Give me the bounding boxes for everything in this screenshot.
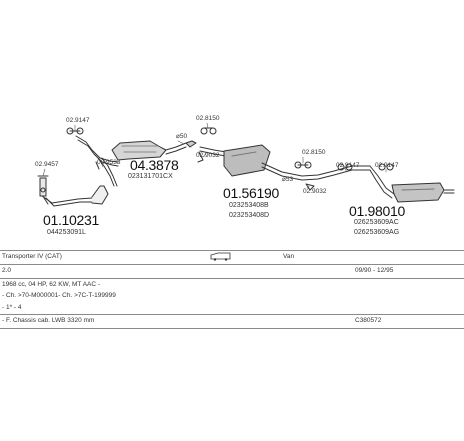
- engine-specs: 1968 cc, 04 HP, 62 KW, MT AAC -: [2, 281, 101, 288]
- part-ref-rear-silencer-1: 026253609AC: [354, 219, 399, 226]
- van-icon-graphic: [210, 252, 231, 261]
- small-part-label: 02.8150: [302, 149, 326, 156]
- small-part-label: 02.9147: [375, 162, 399, 169]
- exhaust-parts-drawing: [37, 122, 455, 207]
- chassis-range: - Ch. >70-M000001- Ch. >7C-T-199999: [2, 292, 116, 299]
- part-ref-centre-silencer-1: 023253408B: [229, 202, 269, 209]
- exhaust-system-diagram: 01.10231 044253091L 04.3878 023131701CX …: [35, 115, 455, 236]
- table-row: 1968 cc, 04 HP, 62 KW, MT AAC -: [0, 278, 464, 291]
- engine-size: 2.0: [2, 267, 12, 274]
- table-row: - F. Chassis cab. LWB 3320 mm C380572: [0, 314, 464, 327]
- vehicle-model: Transporter IV (CAT): [2, 253, 62, 260]
- body-type: Van: [283, 253, 295, 260]
- rear-silencer-part: [369, 165, 455, 203]
- part-ref-centre-silencer-2: 023253408D: [229, 212, 270, 219]
- centre-silencer-part: [199, 127, 371, 181]
- table-divider: [0, 328, 464, 329]
- small-part-label: 02.9147: [66, 117, 90, 124]
- part-ref-rear-silencer-2: 026253609AG: [354, 229, 400, 236]
- small-part-label: 02.9147: [336, 162, 360, 169]
- part-number-centre-silencer: 01.56190: [223, 185, 279, 201]
- part-number-catalytic-converter: 04.3878: [130, 157, 179, 173]
- drive-info: - 1* - 4: [2, 304, 22, 311]
- table-row: - 1* - 4: [0, 302, 464, 314]
- van-icon: [210, 252, 232, 263]
- part-number-rear-silencer: 01.98010: [349, 203, 405, 219]
- part-ref-front-pipe: 044253091L: [47, 229, 86, 236]
- length-value: 53: [285, 176, 294, 183]
- vehicle-variant: - F. Chassis cab. LWB 3320 mm: [2, 317, 95, 324]
- production-dates: 09/90 - 12/95: [355, 267, 394, 274]
- leader-lines: [42, 122, 387, 189]
- catalogue-code: C380572: [355, 317, 382, 324]
- length-marker: ⌀53: [282, 176, 294, 183]
- small-part-label: 02.9032: [303, 188, 327, 195]
- table-row: - Ch. >70-M000001- Ch. >7C-T-199999: [0, 290, 464, 302]
- front-pipe-part: [37, 175, 109, 207]
- hangers-and-clamps: [66, 127, 394, 191]
- length-value: 50: [179, 133, 188, 140]
- small-part-label: 02.8150: [196, 115, 220, 122]
- table-row: Transporter IV (CAT) Van: [0, 250, 464, 263]
- part-number-front-pipe: 01.10231: [43, 212, 99, 228]
- small-part-label: 02.9032: [196, 152, 220, 159]
- table-row: 2.0 09/90 - 12/95: [0, 264, 464, 277]
- part-ref-catalytic-converter: 023131701CX: [128, 173, 173, 180]
- length-marker: ⌀50: [176, 133, 188, 140]
- small-part-label: 02.9533: [97, 159, 121, 166]
- small-part-label: 02.9457: [35, 161, 59, 168]
